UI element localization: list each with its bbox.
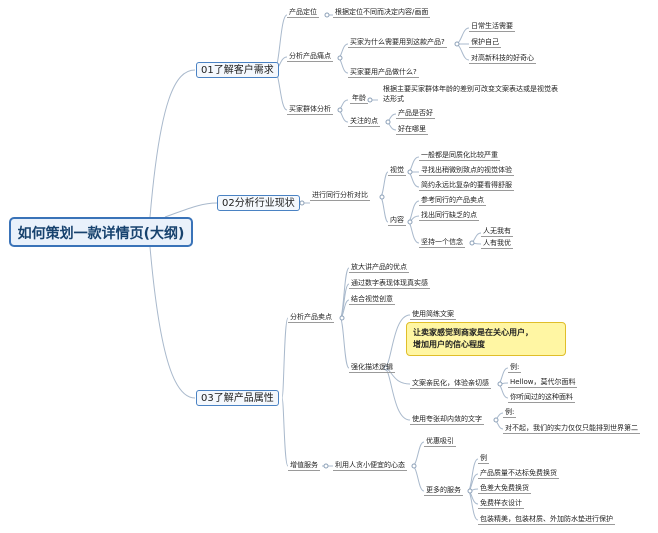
topic-bargain-psychology[interactable]: 利用人贪小便宜的心态 [333,461,407,471]
leaf-unique-visual[interactable]: 寻找出稍微别致点的视觉体验 [419,166,514,176]
leaf-find-gaps[interactable]: 找出同行缺乏的点 [419,211,479,221]
leaf-sample-design[interactable]: 免费样衣设计 [478,499,524,509]
leaf-packaging[interactable]: 包装精美，包装材质、外加防水垫进行保护 [478,515,615,525]
leaf-product-good[interactable]: 产品是否好 [396,109,435,119]
leaf-reference-points[interactable]: 参考同行的产品卖点 [419,196,486,206]
leaf-tech-curiosity[interactable]: 对高新科技的好奇心 [469,54,536,64]
leaf-homogeneous[interactable]: 一般都是同质化比较严重 [419,151,500,161]
leaf-where-good[interactable]: 好在哪里 [396,125,428,135]
callout-line-2: 增加用户的信心程度 [413,340,485,349]
leaf-example-1[interactable]: 例: [508,363,522,373]
topic-age[interactable]: 年龄 [350,94,368,104]
leaf-amplify-advantages[interactable]: 放大讲产品的优点 [349,263,409,273]
branch-customer-needs[interactable]: 01了解客户需求 [196,62,279,78]
topic-peer-compare[interactable]: 进行同行分析对比 [310,191,370,201]
topic-why-need[interactable]: 买家为什么需要用到这款产品? [348,38,447,48]
age-detail-line-1: 根据主要买家群体年龄的差别可改变文案表达或是视觉表 [383,85,558,93]
callout-note[interactable]: 让卖家感觉到商家是在关心用户， 增加用户的信心程度 [406,322,566,356]
root-topic[interactable]: 如何策划一款详情页(大纲) [9,217,193,247]
branch-product-attributes[interactable]: 03了解产品属性 [196,390,279,406]
leaf-modal-fabric[interactable]: Hellow，莫代尔面料 [508,378,578,388]
leaf-simple-better[interactable]: 简约永远比复杂的要看得舒服 [419,181,514,191]
leaf-world-second[interactable]: 对不起，我们的实力仅仅只能排到世界第二 [503,424,640,434]
leaf-example-2[interactable]: 例: [503,408,517,418]
leaf-better-than-others[interactable]: 人有我优 [481,239,513,249]
topic-description-logic[interactable]: 强化描述逻辑 [349,363,395,373]
topic-friendly-copy[interactable]: 文案亲民化，体验亲切感 [410,379,491,389]
leaf-have-what-others-lack[interactable]: 人无我有 [481,227,513,237]
leaf-example-3[interactable]: 例 [478,454,489,464]
topic-focus[interactable]: 关注的点 [348,117,380,127]
topic-content[interactable]: 内容 [388,216,406,226]
topic-pain-points[interactable]: 分析产品痛点 [287,52,333,62]
topic-value-added[interactable]: 增值服务 [288,461,320,471]
topic-positioning[interactable]: 产品定位 [287,8,319,18]
leaf-concise-copy[interactable]: 使用简练文案 [410,310,456,320]
leaf-daily-life[interactable]: 日常生活需要 [469,22,515,32]
topic-buyer-groups[interactable]: 买家群体分析 [287,105,333,115]
topic-belief[interactable]: 坚持一个信念 [419,238,465,248]
leaf-color-exchange[interactable]: 色差大免费换货 [478,484,531,494]
topic-visual[interactable]: 视觉 [388,166,406,176]
leaf-visual-creativity[interactable]: 结合视觉创意 [349,295,395,305]
topic-selling-points[interactable]: 分析产品卖点 [288,313,334,323]
topic-usage[interactable]: 买家要用产品做什么? [348,68,419,78]
leaf-numbers-realism[interactable]: 通过数字表现体现真实感 [349,279,430,289]
leaf-discount[interactable]: 优惠吸引 [424,437,456,447]
topic-exaggerated-copy[interactable]: 使用夸张却内敛的文字 [410,415,484,425]
leaf-protect-self[interactable]: 保护自己 [469,38,501,48]
branch-industry-status[interactable]: 02分析行业现状 [217,195,300,211]
callout-line-1: 让卖家感觉到商家是在关心用户， [413,328,533,337]
topic-more-services[interactable]: 更多的服务 [424,486,463,496]
age-detail-line-2: 达形式 [383,95,404,103]
topic-positioning-detail[interactable]: 根据定位不同而决定内容/画面 [333,8,431,18]
topic-age-detail[interactable]: 根据主要买家群体年龄的差别可改变文案表达或是视觉表 达形式 [381,84,560,104]
leaf-quality-exchange[interactable]: 产品质量不达标免费换货 [478,469,559,479]
leaf-heard-fabric[interactable]: 你听闻过的这种面料 [508,393,575,403]
